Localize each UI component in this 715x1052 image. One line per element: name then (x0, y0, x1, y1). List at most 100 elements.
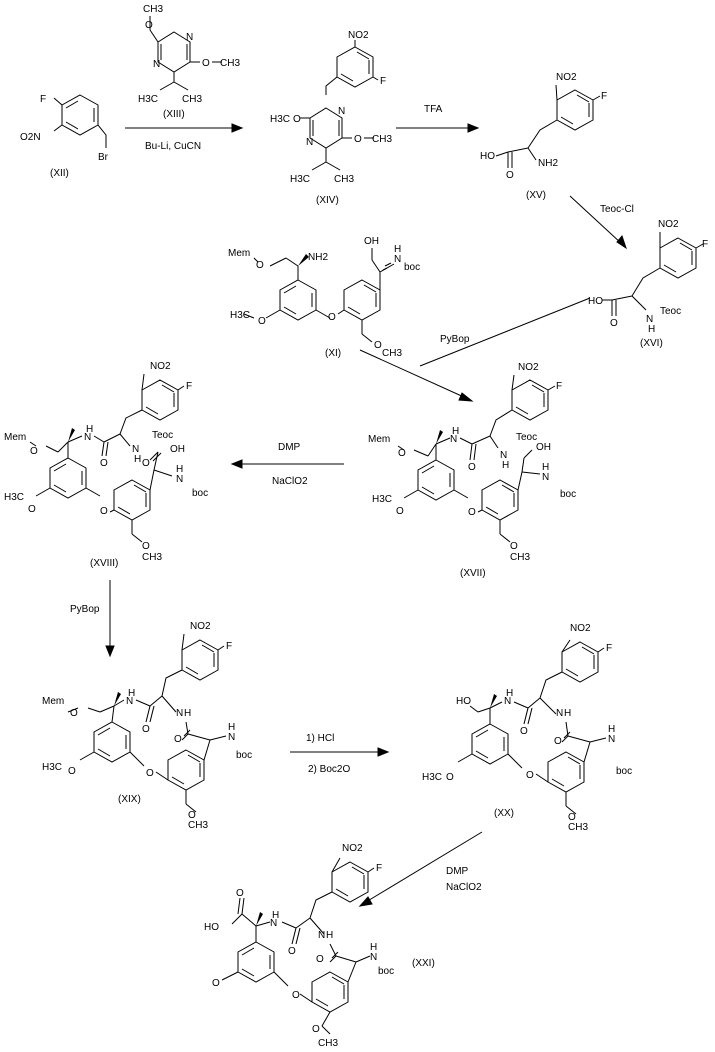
methyl-right-label: CH3 (372, 134, 392, 145)
methyl-top-label: CH3 (143, 4, 163, 15)
boc-label: boc (192, 488, 208, 499)
methoxy-o-left-label: O (396, 506, 404, 517)
nitro-label: NO2 (342, 843, 363, 854)
arrow-step-3: Teoc-Cl (569, 195, 634, 250)
reagent-step-8-dmp: DMP (446, 866, 469, 877)
compound-xi: Mem O NH2 OH N H boc H3C O O O CH3 (XI) (228, 236, 420, 359)
amide-o-label: O (288, 946, 296, 957)
amide-o-label: O (520, 726, 528, 737)
hydroxyl-label: OH (364, 236, 379, 247)
arrow-step-2: TFA (396, 104, 480, 133)
fluoro-label: F (556, 381, 562, 392)
compound-xvii: NO2 F Mem O N H O N H Teoc OH N H boc H3… (368, 362, 576, 579)
arrow-step-4: PyBop (359, 297, 591, 402)
methoxy-o-top-label: O (145, 20, 153, 31)
reagent-step-7-boc2o: 2) Boc2O (308, 764, 350, 775)
teoc-label: Teoc (660, 306, 681, 317)
mem-o-label: O (70, 708, 78, 719)
amide-n-label: N (84, 432, 91, 443)
reagent-step-7-hcl: 1) HCl (306, 733, 334, 744)
compound-id-xii: (XII) (50, 168, 69, 179)
boc-label: boc (616, 766, 632, 777)
teoc-label: Teoc (152, 430, 173, 441)
methoxy-o-right-label: O (202, 58, 210, 69)
amide-o-label: O (142, 724, 150, 735)
compound-id-xxi: (XXI) (412, 958, 435, 969)
ring-n1-label: N (186, 32, 193, 43)
isopropyl-right-label: CH3 (182, 94, 202, 105)
macrocycle-n-label: N (556, 708, 563, 719)
amide-h-label: H (128, 688, 135, 699)
amide-h-label: H (86, 424, 93, 435)
mem-o-label: O (398, 448, 406, 459)
fluoro-label: F (606, 643, 612, 654)
methoxy-o-bottom-label: O (312, 1024, 320, 1035)
carbamate-n-label: N (176, 474, 183, 485)
isopropyl-left-label: H3C (290, 174, 310, 185)
carbonyl-o-label: O (506, 170, 514, 181)
macrocycle-n-label: N (318, 930, 325, 941)
ether-o-label: O (292, 990, 300, 1001)
ether-o-label: O (328, 312, 336, 323)
boc-label: boc (236, 750, 252, 761)
amine-label: NH2 (538, 158, 558, 169)
arrow-step-7: 1) HCl 2) Boc2O (290, 733, 390, 775)
mem-label: Mem (4, 432, 26, 443)
acid-o-label: O (236, 888, 244, 899)
amide-o2-label: O (174, 734, 182, 745)
methoxy-o-bottom-label: O (568, 812, 576, 823)
acid-oh-label: OH (170, 444, 185, 455)
compound-id-xviii: (XVIII) (90, 558, 118, 569)
methoxy-o-right-label: O (354, 134, 362, 145)
compound-xiv: NO2 F H3C O N N O CH3 H3C CH3 (XIV) (270, 30, 392, 206)
carbamate-n-label: N (370, 952, 377, 963)
carbamate-h-label: H (542, 462, 549, 473)
carbamate-n-label: N (608, 734, 615, 745)
compound-id-xvi: (XVI) (640, 338, 663, 349)
methoxy-methyl-label: CH3 (510, 552, 530, 563)
methoxy-methyl-label: CH3 (568, 822, 588, 833)
ether-o-label: O (146, 768, 154, 779)
amide-h-label: H (648, 324, 655, 335)
methyl-label: H3C (4, 492, 24, 503)
amide-n-label: N (450, 434, 457, 445)
macrocycle-h-label: H (564, 708, 571, 719)
nitro-label: NO2 (556, 72, 577, 83)
ether-o-label: O (526, 770, 534, 781)
amide-o2-label: O (554, 736, 562, 747)
methoxy-o-bottom-label: O (374, 340, 382, 351)
hydroxyl-label: HO (456, 696, 471, 707)
isopropyl-left-label: H3C (138, 94, 158, 105)
nitro-label: NO2 (150, 361, 171, 372)
methoxy-o-bottom-label: O (188, 810, 196, 821)
methoxy-o-bottom-label: O (142, 541, 150, 552)
amine-label: NH2 (308, 252, 328, 263)
reagent-step-8-naclo2: NaClO2 (446, 882, 482, 893)
compound-xv: NO2 F HO O NH2 (XV) (480, 72, 607, 201)
ether-o-label: O (468, 507, 476, 518)
bromo-label: Br (98, 152, 109, 163)
methyl-right-label: CH3 (220, 58, 240, 69)
compound-id-xvii: (XVII) (460, 568, 486, 579)
reagent-step-5-naclo2: NaClO2 (272, 476, 308, 487)
macrocycle-n-label: N (176, 708, 183, 719)
fluoro-label: F (40, 94, 46, 105)
teoc-h-label: H (134, 454, 141, 465)
compound-id-xx: (XX) (494, 808, 514, 819)
carbamate-h-label: H (608, 724, 615, 735)
methoxy-o-left-label: O (28, 504, 36, 515)
compound-xx: NO2 F HO N H O N H O N H boc H3C O O O C… (422, 623, 632, 833)
arrow-step-6: PyBop (70, 580, 115, 658)
nitro-label: NO2 (518, 362, 539, 373)
reagent-step-6: PyBop (70, 604, 100, 615)
reagent-step-2: TFA (424, 104, 443, 115)
amide-h-label: H (272, 910, 279, 921)
macrocycle-h-label: H (326, 930, 333, 941)
reagent-step-4: PyBop (440, 334, 470, 345)
nitro-label: NO2 (570, 623, 591, 634)
teoc-h-label: H (502, 460, 509, 471)
carbamate-n-label: N (394, 254, 401, 265)
amide-o-label: O (468, 462, 476, 473)
amide-o2-label: O (316, 954, 324, 965)
ring-n-bottom-label: N (306, 137, 313, 148)
